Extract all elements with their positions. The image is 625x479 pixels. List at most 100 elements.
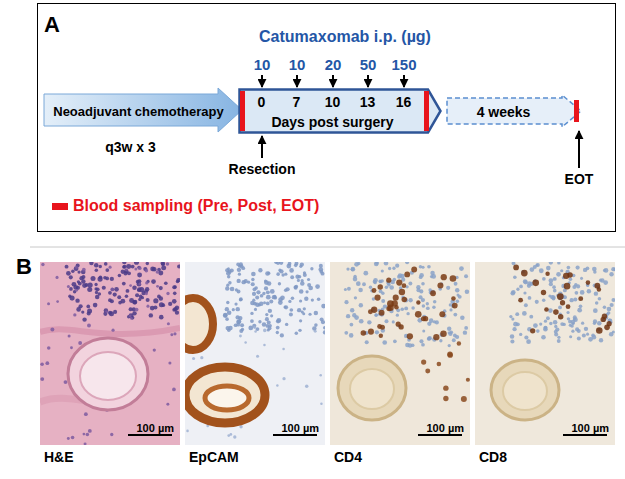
cell-nucleus (170, 333, 173, 336)
sampling-mark (240, 91, 245, 131)
cell-nucleus (575, 291, 579, 295)
cell-nucleus (295, 262, 299, 265)
cell-nucleus (443, 385, 448, 390)
scale-bar-label: 100 µm (281, 422, 319, 435)
cell-nucleus (258, 268, 262, 272)
cell-nucleus (270, 289, 275, 294)
cell-nucleus (592, 267, 597, 272)
cell-nucleus (236, 279, 240, 283)
cell-nucleus (579, 305, 583, 309)
cell-nucleus (512, 262, 516, 265)
cell-nucleus (298, 329, 301, 332)
cell-nucleus (405, 343, 410, 348)
cell-nucleus (354, 262, 359, 267)
axis-label: Days post surgery (271, 114, 393, 130)
cell-nucleus (241, 280, 245, 284)
cell-nucleus (392, 320, 395, 323)
cell-nucleus (264, 279, 267, 282)
cell-nucleus (524, 280, 528, 284)
cell-nucleus (553, 289, 557, 293)
cell-nucleus (168, 302, 172, 306)
cell-nucleus (349, 333, 354, 338)
cell-nucleus (89, 262, 93, 265)
cell-nucleus (321, 272, 325, 276)
cell-nucleus (393, 295, 399, 301)
cell-nucleus (609, 332, 614, 337)
cell-nucleus (571, 320, 576, 325)
cell-nucleus (70, 296, 75, 301)
cell-nucleus (448, 332, 452, 336)
cell-nucleus (513, 275, 517, 279)
cell-nucleus (577, 336, 581, 340)
cell-nucleus (175, 310, 179, 314)
cell-nucleus (362, 282, 366, 286)
cell-nucleus (276, 331, 279, 334)
dose-value: 50 (360, 56, 377, 73)
cell-nucleus (521, 270, 528, 277)
cell-nucleus (344, 300, 348, 304)
dose-arrow (403, 75, 405, 87)
cell-nucleus (613, 268, 615, 271)
cell-nucleus (252, 299, 255, 302)
cell-nucleus (553, 309, 559, 315)
cell-nucleus (84, 412, 88, 416)
tissue-ground (330, 262, 470, 445)
arrow-shape (447, 95, 581, 127)
cell-nucleus (269, 300, 273, 304)
cell-nucleus (399, 289, 405, 295)
cell-nucleus (429, 318, 434, 323)
cell-nucleus (117, 295, 121, 299)
cell-nucleus (411, 343, 415, 347)
cell-nucleus (104, 308, 108, 312)
cell-nucleus (45, 361, 49, 365)
cell-nucleus (111, 288, 114, 291)
cell-nucleus (268, 324, 272, 328)
cell-nucleus (282, 348, 285, 351)
dose-value: 10 (254, 56, 271, 73)
cell-nucleus (303, 273, 307, 277)
cell-nucleus (153, 306, 157, 310)
cell-nucleus (323, 326, 325, 329)
cell-nucleus (451, 296, 456, 301)
cell-nucleus (138, 282, 141, 285)
cd4-micrograph (330, 262, 470, 445)
cell-nucleus (543, 327, 548, 332)
cell-nucleus (346, 314, 350, 318)
cell-nucleus (301, 310, 304, 313)
cell-nucleus (176, 278, 180, 282)
cell-nucleus (384, 262, 389, 266)
cell-nucleus (522, 311, 527, 316)
text-holder: EpCAM (189, 448, 325, 466)
cell-nucleus (70, 346, 73, 349)
cell-nucleus (373, 278, 378, 283)
cell-nucleus (440, 331, 446, 337)
cell-nucleus (344, 331, 348, 335)
cell-nucleus (159, 286, 163, 290)
label-holder: Resection (207, 160, 317, 178)
cell-nucleus (463, 330, 467, 334)
dose-heading: Catumaxomab i.p. (µg) (259, 28, 431, 46)
cell-nucleus (557, 339, 561, 343)
day-number: 16 (396, 94, 412, 110)
cell-nucleus (600, 278, 604, 282)
cell-nucleus (284, 288, 287, 291)
bar-shape (239, 89, 440, 132)
cell-nucleus (82, 268, 86, 272)
cell-nucleus (230, 268, 234, 272)
micrograph-frame: 100 µmH&E (40, 262, 180, 445)
cell-nucleus (539, 268, 544, 273)
cell-nucleus (239, 297, 243, 301)
cell-nucleus (252, 292, 256, 296)
cell-nucleus (461, 396, 467, 402)
cell-nucleus (541, 335, 546, 340)
cell-nucleus (254, 330, 257, 333)
legend-swatch (52, 203, 68, 210)
cell-nucleus (407, 333, 413, 339)
text-holder: Days post surgery (238, 113, 428, 131)
cell-nucleus (546, 316, 550, 320)
cell-nucleus (582, 333, 586, 337)
label-holder: 50 (351, 56, 385, 74)
cell-nucleus (137, 266, 140, 269)
cell-nucleus (83, 433, 86, 436)
